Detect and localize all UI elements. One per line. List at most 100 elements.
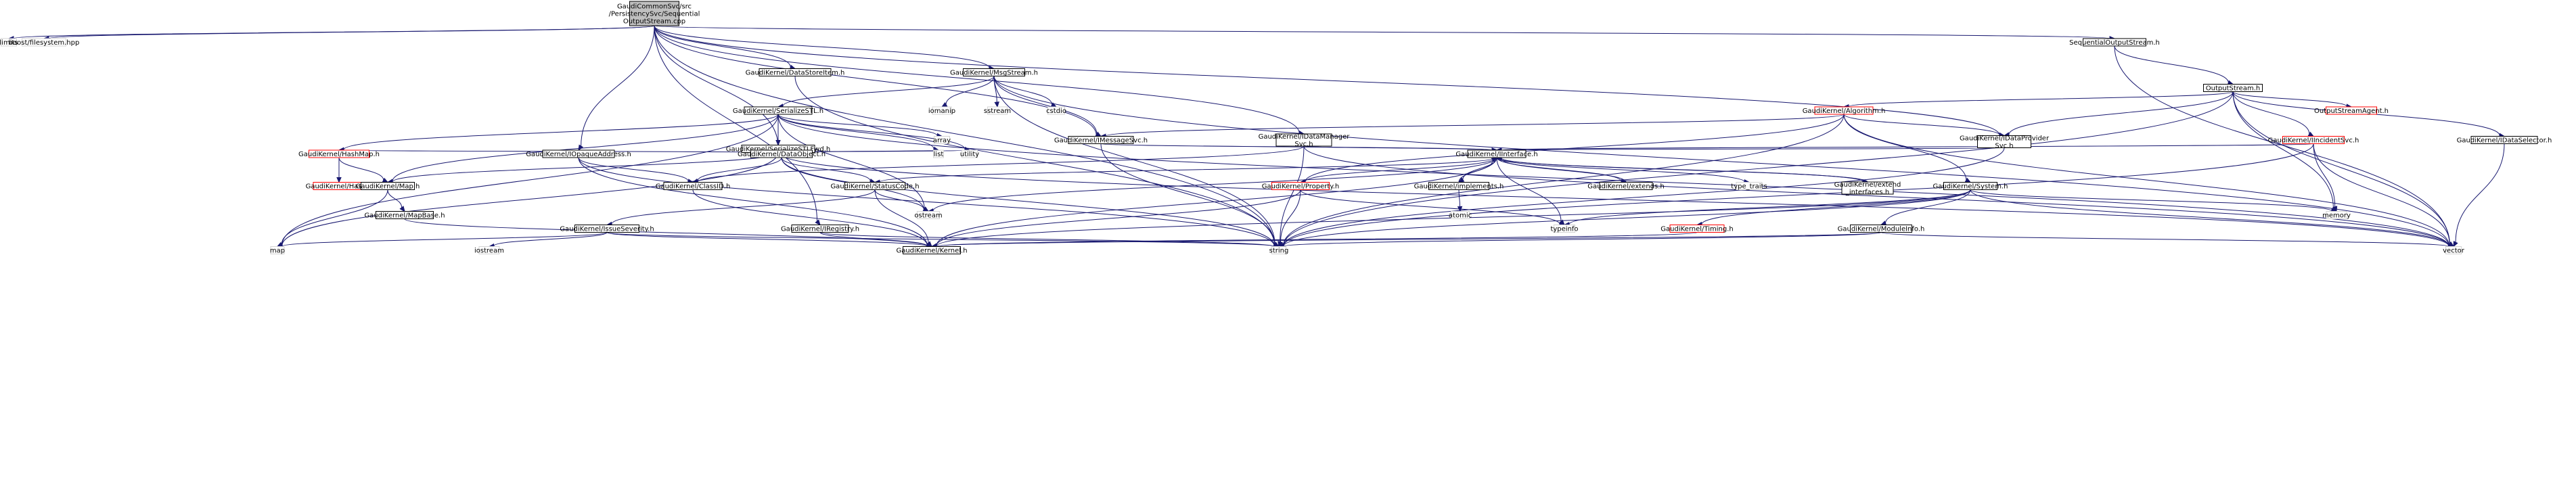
node-label: sstream xyxy=(984,108,1011,115)
edge-iinterface-to-ostream xyxy=(927,157,1497,214)
node-implements[interactable]: GaudiKernel/implements.h xyxy=(1414,182,1504,191)
node-classID[interactable]: GaudiKernel/ClassID.h xyxy=(656,182,731,191)
edge-serializeSTL-to-map xyxy=(276,114,779,248)
node-algorithm[interactable]: GaudiKernel/Algorithm.h xyxy=(1803,106,1886,115)
edge-statusCode-to-ostream xyxy=(874,189,930,212)
edge-algorithm-to-vector xyxy=(1843,114,2455,248)
node-label: GaudiKernel/extend xyxy=(1834,181,1901,189)
edge-iopaqueAddress-to-classID xyxy=(578,157,694,184)
node-label: _interfaces.h xyxy=(1845,189,1889,196)
node-extends[interactable]: GaudiKernel/extends.h xyxy=(1587,182,1665,191)
edge-root-to-iregistry xyxy=(654,25,821,226)
node-label: Svc.h xyxy=(1995,143,2013,150)
edge-root-to-limits xyxy=(7,25,655,41)
node-label: GaudiKernel/IMessageSvc.h xyxy=(1054,137,1148,145)
node-label: OutputStream.cpp xyxy=(623,18,685,26)
edge-hashMap-to-hash xyxy=(336,157,342,183)
edge-iinterface-to-property xyxy=(1299,157,1497,185)
node-label: boost/filesystem.hpp xyxy=(9,39,80,47)
edge-issueSeverity-to-map xyxy=(276,232,608,249)
node-statusCode[interactable]: GaudiKernel/StatusCode.h xyxy=(830,182,920,191)
node-extendInterfaces[interactable]: GaudiKernel/extend_interfaces.h xyxy=(1834,181,1901,196)
edge-moduleInfo-to-string xyxy=(1278,232,1882,250)
edge-root-to-boostfs xyxy=(43,25,655,41)
node-iregistry[interactable]: GaudiKernel/IRegistry.h xyxy=(781,225,859,233)
edge-implements-to-iinterface xyxy=(1458,157,1498,183)
node-list: list xyxy=(933,149,944,158)
node-label: SequentialOutputStream.h xyxy=(2069,39,2160,47)
node-serializeSTL[interactable]: GaudiKernel/SerializeSTL.h xyxy=(733,106,823,115)
edge-serializeSTL-to-vector xyxy=(777,114,2455,249)
edge-system-to-memory xyxy=(1970,189,2338,214)
node-timing[interactable]: GaudiKernel/Timing.h xyxy=(1660,225,1734,233)
node-issueSeverity[interactable]: GaudiKernel/IssueSeverity.h xyxy=(560,225,654,233)
node-label: GaudiKernel/SerializeSTL.h xyxy=(733,108,823,115)
edge-serializeSTL-to-serializeSTLFwd xyxy=(775,114,781,146)
edge-seqOutStream-to-outputStream xyxy=(2114,45,2234,85)
node-gmap[interactable]: GaudiKernel/Map.h xyxy=(356,182,420,191)
node-iincidentSvc[interactable]: GaudiKernel/IIncidentSvc.h xyxy=(2268,136,2359,145)
node-label: GaudiKernel/Kernel.h xyxy=(896,248,967,255)
node-label: typeinfo xyxy=(1550,226,1578,233)
node-label: GaudiKernel/System.h xyxy=(1933,183,2008,191)
node-label: GaudiKernel/IInterface.h xyxy=(1455,151,1537,158)
edge-msgStream-to-string xyxy=(993,76,1280,248)
node-system[interactable]: GaudiKernel/System.h xyxy=(1933,182,2008,191)
edge-issueSeverity-to-string xyxy=(606,232,1280,250)
node-msgStream[interactable]: GaudiKernel/MsgStream.h xyxy=(950,68,1038,77)
node-vector: vector xyxy=(2443,246,2465,255)
node-outStreamAgent[interactable]: OutputStreamAgent.h xyxy=(2314,106,2389,115)
edge-root-to-imessageSvc xyxy=(654,25,1102,138)
node-label: iomanip xyxy=(928,108,955,115)
node-hashMap[interactable]: GaudiKernel/HashMap.h xyxy=(298,149,380,158)
node-seqOutStream[interactable]: SequentialOutputStream.h xyxy=(2069,38,2160,47)
edge-outputStream-to-idataProviderSvc xyxy=(2003,91,2234,137)
node-label: GaudiKernel/ClassID.h xyxy=(656,183,731,191)
edge-outputStream-to-iincidentSvc xyxy=(2232,91,2315,137)
node-label: GaudiKernel/HashMap.h xyxy=(298,151,380,158)
edge-algorithm-to-idataProviderSvc xyxy=(1843,114,2006,138)
node-label: OutputStream.h xyxy=(2206,85,2260,93)
node-label: GaudiKernel/IssueSeverity.h xyxy=(560,226,654,233)
edge-root-to-string xyxy=(654,25,1280,248)
node-label: Svc.h xyxy=(1294,141,1313,148)
edge-iincidentSvc-to-memory xyxy=(2313,143,2338,212)
node-iopaqueAddress[interactable]: GaudiKernel/IOpaqueAddress.h xyxy=(526,149,631,158)
edge-idataSelector-to-vector xyxy=(2453,143,2505,248)
node-imessageSvc[interactable]: GaudiKernel/IMessageSvc.h xyxy=(1054,136,1148,145)
node-ostream: ostream xyxy=(914,211,943,220)
node-moduleInfo[interactable]: GaudiKernel/ModuleInfo.h xyxy=(1838,225,1925,233)
node-label: GaudiKernel/Hash.h xyxy=(306,183,373,191)
node-label: utility xyxy=(960,151,980,158)
edge-root-to-idataProviderSvc xyxy=(654,25,2006,138)
edge-msgStream-to-serializeSTL xyxy=(777,76,995,109)
node-label: GaudiKernel/ModuleInfo.h xyxy=(1838,226,1925,233)
node-label: vector xyxy=(2443,248,2465,255)
node-label: GaudiKernel/MsgStream.h xyxy=(950,70,1038,77)
edge-root-to-seqOutStream xyxy=(654,25,2116,41)
edge-moduleInfo-to-vector xyxy=(1880,232,2455,250)
edge-serializeSTL-to-hashMap xyxy=(338,114,779,153)
edge-root-to-msgStream xyxy=(654,25,995,71)
node-atomic: atomic xyxy=(1449,211,1472,220)
node-utility: utility xyxy=(960,149,980,158)
node-iinterface[interactable]: GaudiKernel/IInterface.h xyxy=(1455,149,1538,158)
node-iostream: iostream xyxy=(474,246,504,255)
node-dataObject[interactable]: GaudiKernel/DataObject.h xyxy=(738,149,826,158)
node-idataSelector[interactable]: GaudiKernel/IDataSelector.h xyxy=(2457,136,2552,145)
node-label: memory xyxy=(2322,212,2351,220)
node-kernel[interactable]: GaudiKernel/Kernel.h xyxy=(896,246,968,255)
node-label: type_traits xyxy=(1731,183,1767,191)
edge-serializeSTLFwd-to-vector xyxy=(777,152,2455,249)
node-outputStream[interactable]: OutputStream.h xyxy=(2203,84,2263,93)
node-label: GaudiKernel/DataStoreItem.h xyxy=(746,70,845,77)
node-root[interactable]: GaudiCommonSvc/src/PersistencySvc/Sequen… xyxy=(609,1,700,26)
edge-iinterface-to-extendInterfaces xyxy=(1496,157,1869,185)
node-dataStoreItem[interactable]: GaudiKernel/DataStoreItem.h xyxy=(746,68,845,77)
node-label: GaudiKernel/StatusCode.h xyxy=(830,183,919,191)
node-property[interactable]: GaudiKernel/Property.h xyxy=(1262,182,1340,191)
node-mapBase[interactable]: GaudiKernel/MapBase.h xyxy=(364,211,445,220)
